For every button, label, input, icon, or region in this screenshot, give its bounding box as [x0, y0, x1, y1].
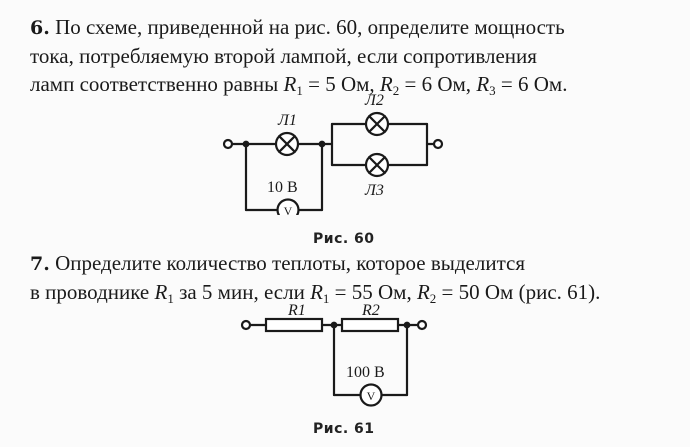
task-7-r1b-symbol: R — [310, 280, 323, 304]
task-6-line-1: 6. По схеме, приведенной на рис. 60, опр… — [30, 13, 652, 42]
resistor-1-label: R1 — [287, 302, 306, 319]
r3-value: = 6 Ом. — [495, 72, 568, 96]
r1-subscript: 1 — [296, 83, 303, 98]
right-terminal — [432, 138, 444, 150]
lamp-2-label: Л2 — [364, 92, 384, 109]
task-7-line-2-prefix: в проводнике — [30, 280, 155, 304]
resistor-2-symbol — [340, 317, 400, 333]
lamp-2-symbol — [364, 111, 390, 137]
voltage-label-61: 100 В — [346, 364, 385, 381]
lamp-1-label: Л1 — [277, 112, 297, 129]
voltmeter-60-symbol: V — [284, 204, 293, 215]
task-7-r1b-value: = 55 Ом, — [329, 280, 417, 304]
figure-61-circuit: R1 R2 100 В V — [240, 302, 428, 407]
task-7-line-1: 7. Определите количество теплоты, которо… — [30, 249, 652, 278]
task-6-number: 6. — [30, 17, 50, 39]
lamp-3-label: Л3 — [364, 182, 384, 199]
task-7-r1-subscript: 1 — [167, 291, 174, 306]
task-6-text: 6. По схеме, приведенной на рис. 60, опр… — [30, 13, 652, 98]
r3-symbol: R — [476, 72, 490, 96]
r2-value: = 6 Ом, — [399, 72, 477, 96]
voltage-label-60: 10 В — [267, 179, 298, 196]
resistor-2-label: R2 — [361, 302, 380, 319]
figure-61-caption: Рис. 61 — [313, 421, 375, 437]
resistor-1-symbol — [264, 317, 324, 333]
figure-60-circuit: Л1 Л2 Л3 10 В V — [222, 92, 444, 215]
right-terminal-61 — [416, 319, 428, 331]
task-7-line-1-text: Определите количество теплоты, которое в… — [55, 251, 525, 275]
task-7-line-2: в проводнике R1 за 5 мин, если R1 = 55 О… — [30, 278, 652, 306]
task-6-line-3-prefix: ламп соответственно равны — [30, 72, 284, 96]
r3-subscript: 3 — [489, 83, 496, 98]
r2-symbol: R — [379, 72, 393, 96]
task-6-line-2: тока, потребляемую второй лампой, если с… — [30, 44, 537, 68]
voltmeter-61-symbol: V — [367, 389, 376, 403]
left-terminal — [222, 138, 234, 150]
lamp-3-symbol — [364, 152, 390, 178]
left-terminal-61 — [240, 319, 252, 331]
task-7-number: 7. — [30, 253, 50, 275]
r1-value: = 5 Ом, — [302, 72, 380, 96]
task-7-line-2-mid: за 5 мин, если — [173, 280, 311, 304]
task-6-line-1-text: По схеме, приведенной на рис. 60, опреде… — [55, 15, 565, 39]
r1-symbol: R — [283, 72, 297, 96]
task-7-r2-value: = 50 Ом (рис. 61). — [436, 280, 601, 304]
task-6-line-3: ламп соответственно равны R1 = 5 Ом, R2 … — [30, 70, 652, 98]
task-7-r2-symbol: R — [416, 280, 430, 304]
task-7-text: 7. Определите количество теплоты, которо… — [30, 249, 652, 306]
task-7-r1b-subscript: 1 — [322, 291, 330, 306]
figure-60-caption: Рис. 60 — [313, 231, 375, 247]
lamp-1-symbol — [274, 131, 300, 157]
r2-subscript: 2 — [392, 83, 400, 98]
task-7-r1-symbol: R — [154, 280, 168, 304]
task-7-r2-subscript: 2 — [429, 291, 437, 306]
